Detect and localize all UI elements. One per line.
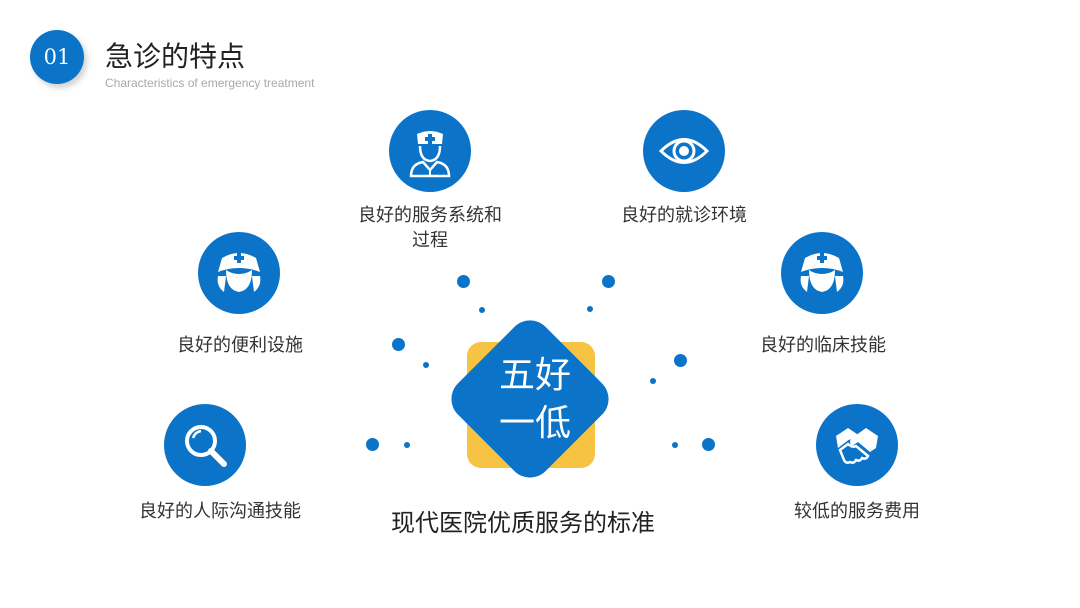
label-environment: 良好的就诊环境	[621, 205, 747, 226]
decor-dot	[392, 338, 405, 351]
decor-dot	[587, 306, 593, 312]
center-title-line1: 五好	[498, 355, 571, 396]
decor-dot	[423, 362, 429, 368]
decor-dot	[674, 354, 687, 367]
decor-dot	[479, 307, 485, 313]
label-service-process-line2: 过程	[412, 230, 448, 251]
nurse-icon	[198, 232, 280, 314]
label-service-process: 良好的服务系统和 过程	[340, 203, 520, 253]
eye-icon	[643, 110, 725, 192]
section-number-badge: 01	[30, 30, 84, 84]
decor-dot	[650, 378, 656, 384]
label-facilities: 良好的便利设施	[177, 335, 303, 356]
center-title: 五好 一低	[470, 352, 600, 448]
page-title: 急诊的特点	[105, 40, 246, 73]
magnifier-icon	[164, 404, 246, 486]
decor-dot	[404, 442, 410, 448]
bottom-caption: 现代医院优质服务的标准	[391, 509, 655, 537]
label-service-process-line1: 良好的服务系统和	[358, 205, 502, 226]
decor-dot	[457, 275, 470, 288]
decor-dot	[672, 442, 678, 448]
label-communication: 良好的人际沟通技能	[139, 501, 301, 522]
label-clinical-skills: 良好的临床技能	[760, 335, 886, 356]
doctor-icon	[389, 110, 471, 192]
decor-dot	[702, 438, 715, 451]
page-subtitle: Characteristics of emergency treatment	[105, 76, 315, 90]
nurse-icon	[781, 232, 863, 314]
label-low-cost: 较低的服务费用	[794, 501, 920, 522]
decor-dot	[602, 275, 615, 288]
handshake-icon	[816, 404, 898, 486]
center-title-line2: 一低	[498, 403, 571, 444]
decor-dot	[366, 438, 379, 451]
